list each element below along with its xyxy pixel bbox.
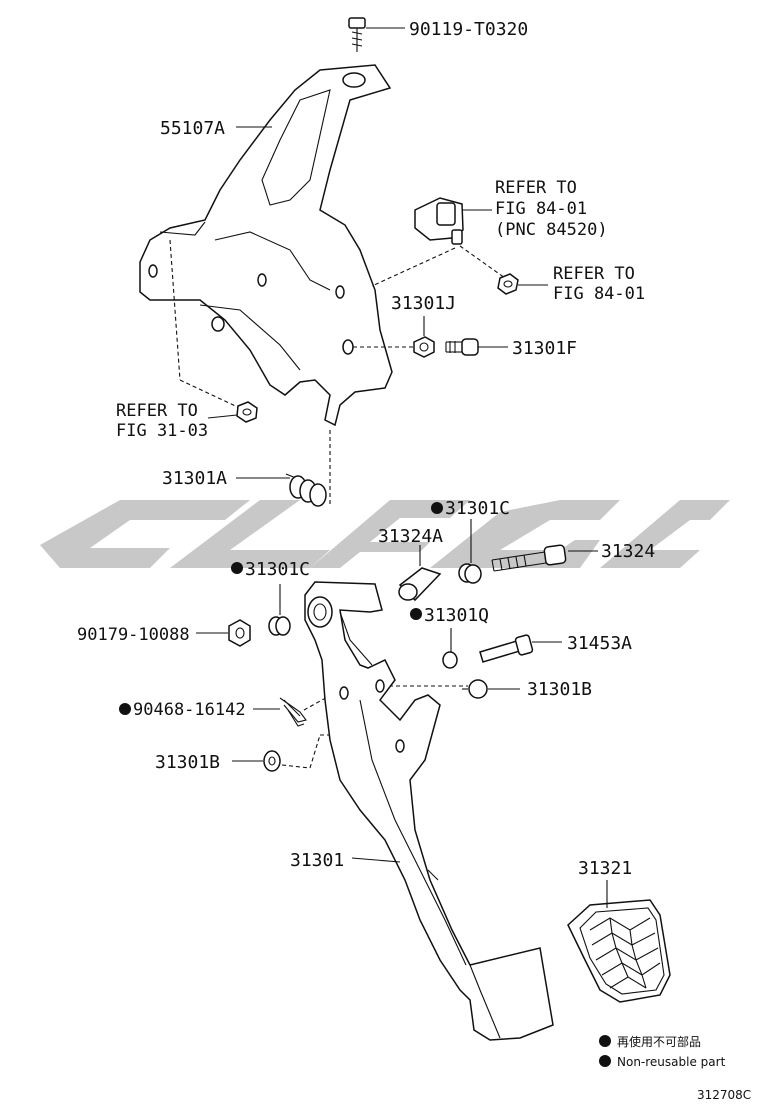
label-55107A: 55107A bbox=[160, 118, 225, 139]
non-reusable-marker-31301C-left bbox=[231, 562, 243, 574]
label-90179-10088: 90179-10088 bbox=[77, 625, 190, 645]
clip-31301B-right-icon bbox=[462, 679, 488, 699]
stopper-cushion-31301A-icon bbox=[270, 473, 327, 507]
pedal-arm-31301-icon bbox=[304, 581, 554, 1041]
pedal-pad-31321-icon bbox=[567, 899, 671, 1003]
label-31301C-left: 31301C bbox=[245, 559, 310, 580]
figure-code: 312708C bbox=[697, 1088, 751, 1102]
label-refer-switch-line1: REFER TO bbox=[495, 178, 577, 198]
nut-switch-icon bbox=[497, 273, 519, 295]
nut-31301J-icon bbox=[413, 336, 435, 358]
label-refer-nut-line1: REFER TO bbox=[553, 264, 635, 284]
label-31301J: 31301J bbox=[391, 293, 456, 314]
non-reusable-marker-31301Q bbox=[410, 608, 422, 620]
non-reusable-marker-90468 bbox=[119, 703, 131, 715]
bolt-90119-icon bbox=[348, 17, 366, 52]
label-31301Q: 31301Q bbox=[424, 605, 489, 626]
legend-en: Non-reusable part bbox=[617, 1055, 726, 1069]
pin-31453A-icon bbox=[479, 634, 534, 663]
label-31324: 31324 bbox=[601, 541, 655, 562]
bushing-31301C-left-icon bbox=[268, 616, 291, 636]
label-refer-switch-line3: (PNC 84520) bbox=[495, 220, 608, 240]
label-31321: 31321 bbox=[578, 858, 632, 879]
stop-lamp-switch-icon bbox=[414, 197, 464, 245]
label-31324A: 31324A bbox=[378, 526, 443, 547]
legend-marker-en bbox=[599, 1055, 611, 1067]
label-31453A: 31453A bbox=[567, 633, 632, 654]
pedal-bracket-icon bbox=[139, 64, 393, 427]
bushing-31301C-right-icon bbox=[458, 563, 482, 584]
label-refer-nut-line2: FIG 84-01 bbox=[553, 284, 645, 304]
label-31301A: 31301A bbox=[162, 468, 227, 489]
clip-31301B-left-icon bbox=[263, 750, 281, 772]
legend-jp: 再使用不可部品 bbox=[617, 1034, 701, 1049]
label-refer-left-line1: REFER TO bbox=[116, 401, 198, 421]
bolt-31301F-icon bbox=[445, 338, 479, 356]
bolt-31324-icon bbox=[491, 544, 567, 572]
label-31301F: 31301F bbox=[512, 338, 577, 359]
label-31301B-left: 31301B bbox=[155, 752, 220, 773]
label-90119-T0320: 90119-T0320 bbox=[409, 19, 528, 40]
label-31301B-right: 31301B bbox=[527, 679, 592, 700]
label-refer-switch-line2: FIG 84-01 bbox=[495, 199, 587, 219]
nut-90179-icon bbox=[228, 619, 251, 647]
spacer-31324A-icon bbox=[398, 567, 442, 602]
cotter-pin-90468-icon bbox=[279, 697, 307, 727]
label-refer-left-line2: FIG 31-03 bbox=[116, 421, 208, 441]
label-90468-16142: 90468-16142 bbox=[133, 700, 246, 720]
label-31301C-right: 31301C bbox=[445, 498, 510, 519]
bushing-31301Q-icon bbox=[442, 651, 458, 669]
non-reusable-marker-31301C-right bbox=[431, 502, 443, 514]
legend-marker-jp bbox=[599, 1035, 611, 1047]
label-31301: 31301 bbox=[290, 850, 344, 871]
nut-left-icon bbox=[236, 401, 258, 423]
